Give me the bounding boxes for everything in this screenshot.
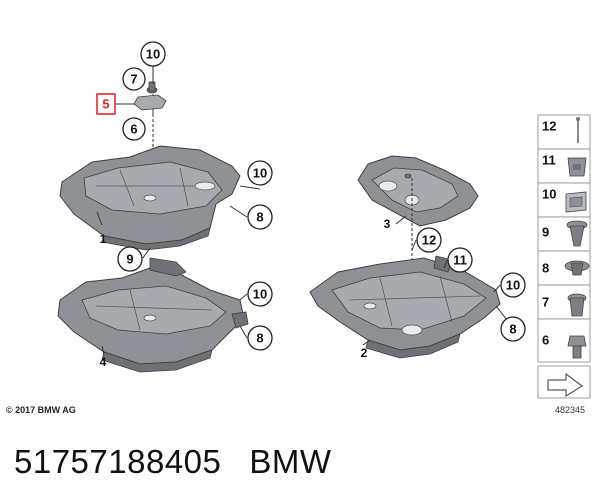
callout-8b: 8 (256, 331, 263, 346)
callout-10b-circle (247, 160, 273, 186)
underbody-panel-4 (57, 257, 249, 373)
leader-10c (239, 293, 248, 301)
callout-7: 7 (130, 72, 137, 87)
exploded-parts-diagram: 10 7 5 6 1 10 8 9 4 10 8 3 12 11 10 8 2 … (57, 41, 591, 399)
leader-10b (239, 185, 261, 190)
callout-1: 1 (100, 232, 107, 246)
callout-10c: 10 (253, 287, 267, 302)
leader-8c (495, 305, 508, 321)
underbody-panel-3 (357, 155, 479, 227)
legend-item-9: 9 (542, 225, 549, 240)
callout-12-circle (416, 227, 442, 253)
callout-9: 9 (126, 252, 133, 267)
parts-legend: 12 11 10 9 8 7 6 (537, 114, 591, 399)
leader-12 (411, 239, 417, 251)
callout-8b-circle (247, 325, 273, 351)
underbody-panel-1 (59, 145, 241, 251)
callout-6: 6 (130, 122, 137, 137)
callout-7-circle (122, 67, 146, 91)
callout-8c-circle (500, 316, 526, 342)
callout-10d: 10 (506, 278, 520, 293)
callout-8a: 8 (256, 210, 263, 225)
leader-8a (229, 205, 248, 218)
legend-item-10: 10 (542, 187, 556, 202)
callout-8c: 8 (509, 322, 516, 337)
callout-10b: 10 (253, 166, 267, 181)
copyright-notice: © 2017 BMW AG (6, 405, 76, 415)
callout-10d-circle (500, 272, 526, 298)
callout-11-circle (447, 247, 473, 273)
leader-3 (395, 215, 407, 225)
highlighted-part-box (96, 93, 116, 115)
underbody-panel-2 (309, 178, 501, 359)
callout-10c-circle (247, 281, 273, 307)
brand-name: BMW (249, 443, 332, 480)
legend-item-7: 7 (542, 295, 549, 310)
callout-10a-circle (140, 41, 166, 67)
legend-item-8: 8 (542, 261, 549, 276)
callout-8a-circle (247, 204, 273, 230)
callout-9-circle (117, 246, 143, 272)
drawing-number: 482345 (555, 405, 586, 415)
legend-item-6: 6 (542, 333, 549, 348)
part-caption: 51757188405 BMW (14, 443, 332, 481)
legend-item-11: 11 (542, 153, 556, 168)
leader-10d (493, 284, 501, 293)
part-number: 51757188405 (14, 443, 222, 480)
callout-11: 11 (453, 253, 467, 268)
arrow-icon (547, 373, 583, 397)
leader-8b (239, 325, 248, 339)
callout-12: 12 (422, 233, 436, 248)
callout-6-circle (122, 117, 146, 141)
leader-11 (443, 259, 448, 269)
leader-9 (142, 247, 151, 259)
callout-4: 4 (100, 355, 107, 369)
callout-5: 5 (102, 97, 109, 112)
callout-10a: 10 (146, 47, 160, 62)
callout-3: 3 (384, 217, 391, 231)
callout-2: 2 (361, 346, 368, 360)
legend-item-12: 12 (542, 119, 556, 134)
